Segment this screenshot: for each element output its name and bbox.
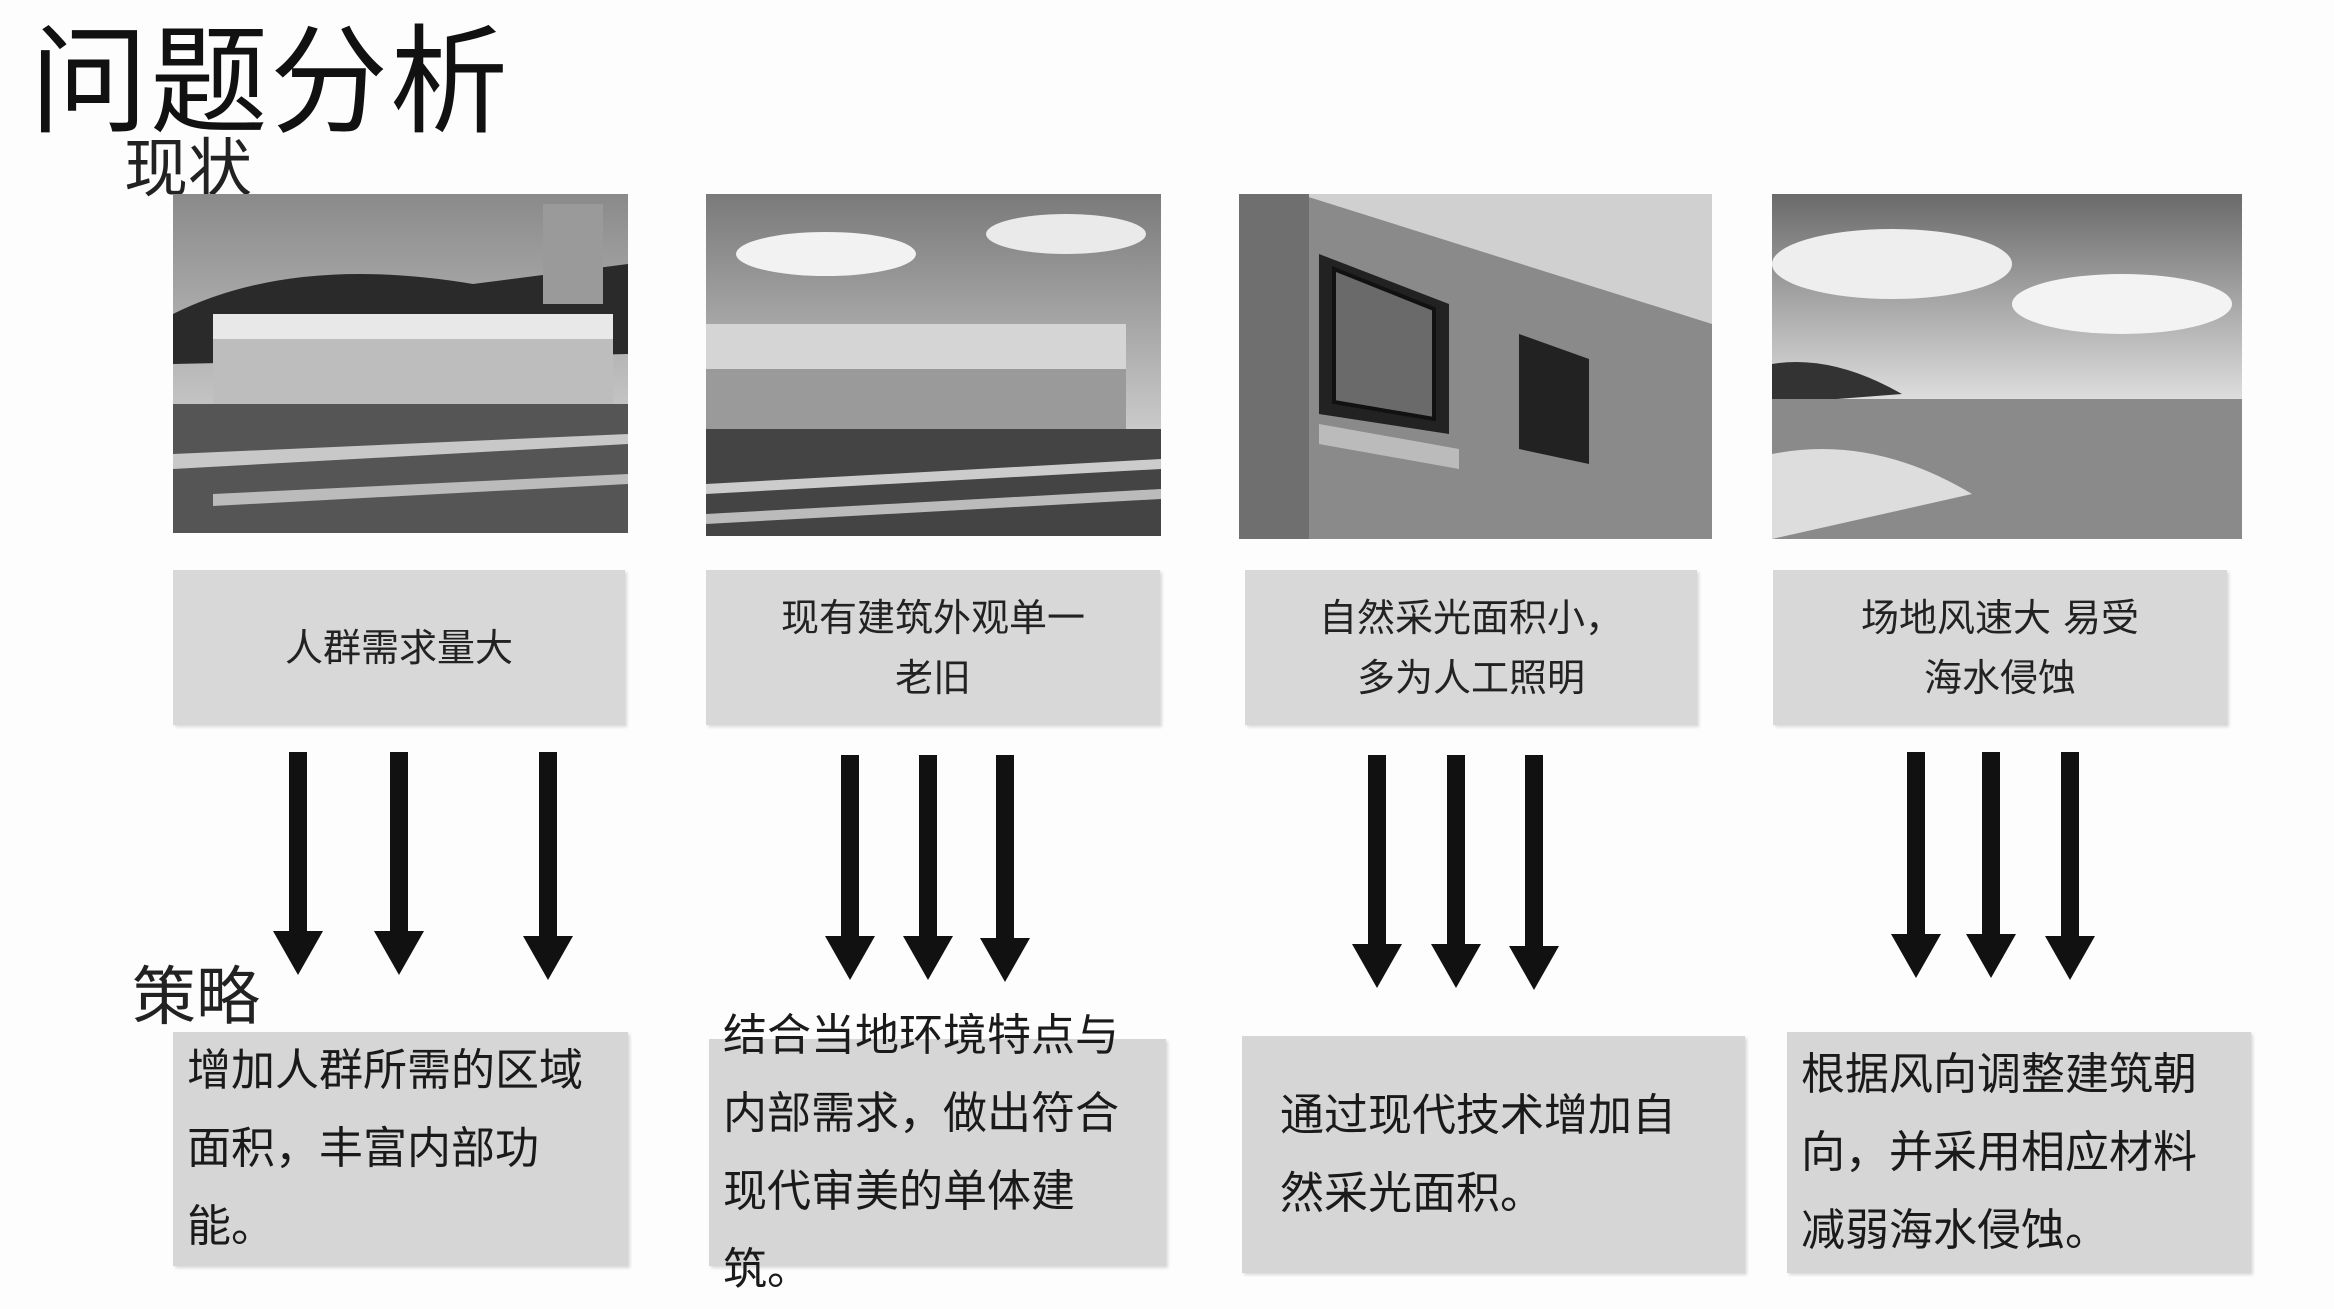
problem-text: 老旧	[894, 655, 971, 700]
problem-text: 现有建筑外观单一	[780, 595, 1085, 640]
problem-text: 场地风速大 易受	[1860, 595, 2140, 640]
problem-box-2: 现有建筑外观单一老旧	[706, 570, 1160, 725]
down-arrow-icon	[1352, 755, 1402, 988]
problem-box-1: 人群需求量大	[173, 570, 625, 725]
down-arrow-icon	[273, 752, 323, 975]
strategy-box-2: 结合当地环境特点与内部需求，做出符合现代审美的单体建筑。	[709, 1010, 1166, 1295]
down-arrow-icon	[903, 755, 953, 980]
strategy-box-3: 通过现代技术增加自然采光面积。	[1242, 1036, 1745, 1273]
problem-text: 自然采光面积小，	[1318, 595, 1623, 640]
down-arrow-icon	[1431, 755, 1481, 988]
strategy-text: 结合当地环境特点与内部需求，做出符合现代审美的单体建筑。	[723, 1009, 1119, 1295]
problem-box-3: 自然采光面积小， 多为人工照明	[1245, 570, 1697, 725]
strategy-heading: 策略	[132, 961, 260, 1035]
down-arrow-icon	[2045, 752, 2095, 980]
problem-box-4: 场地风速大 易受海水侵蚀	[1773, 570, 2227, 725]
problem-text: 人群需求量大	[284, 625, 513, 670]
down-arrow-icon	[1966, 752, 2016, 978]
down-arrow-icon	[825, 755, 875, 980]
problem-text: 多为人工照明	[1356, 655, 1585, 700]
down-arrow-icon	[1891, 752, 1941, 978]
page-title: 问题分析	[30, 13, 511, 151]
strategy-box-1: 增加人群所需的区域面积，丰富内部功能。	[173, 1032, 628, 1266]
down-arrow-icon	[1509, 755, 1559, 990]
down-arrow-icon	[374, 752, 424, 975]
strategy-text: 增加人群所需的区域面积，丰富内部功能。	[187, 1045, 583, 1252]
strategy-text: 通过现代技术增加自然采光面积。	[1280, 1089, 1676, 1219]
strategy-text: 根据风向调整建筑朝向，并采用相应材料减弱海水侵蚀。	[1801, 1048, 2197, 1256]
strategy-box-4: 根据风向调整建筑朝向，并采用相应材料减弱海水侵蚀。	[1787, 1032, 2251, 1273]
down-arrow-icon	[523, 752, 573, 980]
down-arrow-icon	[980, 755, 1030, 982]
old-factory-buildings-photo	[173, 194, 628, 533]
seaside-coast-photo	[1772, 194, 2242, 539]
low-buildings-street-photo	[706, 194, 1161, 536]
problem-text: 海水侵蚀	[1923, 655, 2076, 700]
brick-wall-windows-photo	[1239, 194, 1712, 539]
